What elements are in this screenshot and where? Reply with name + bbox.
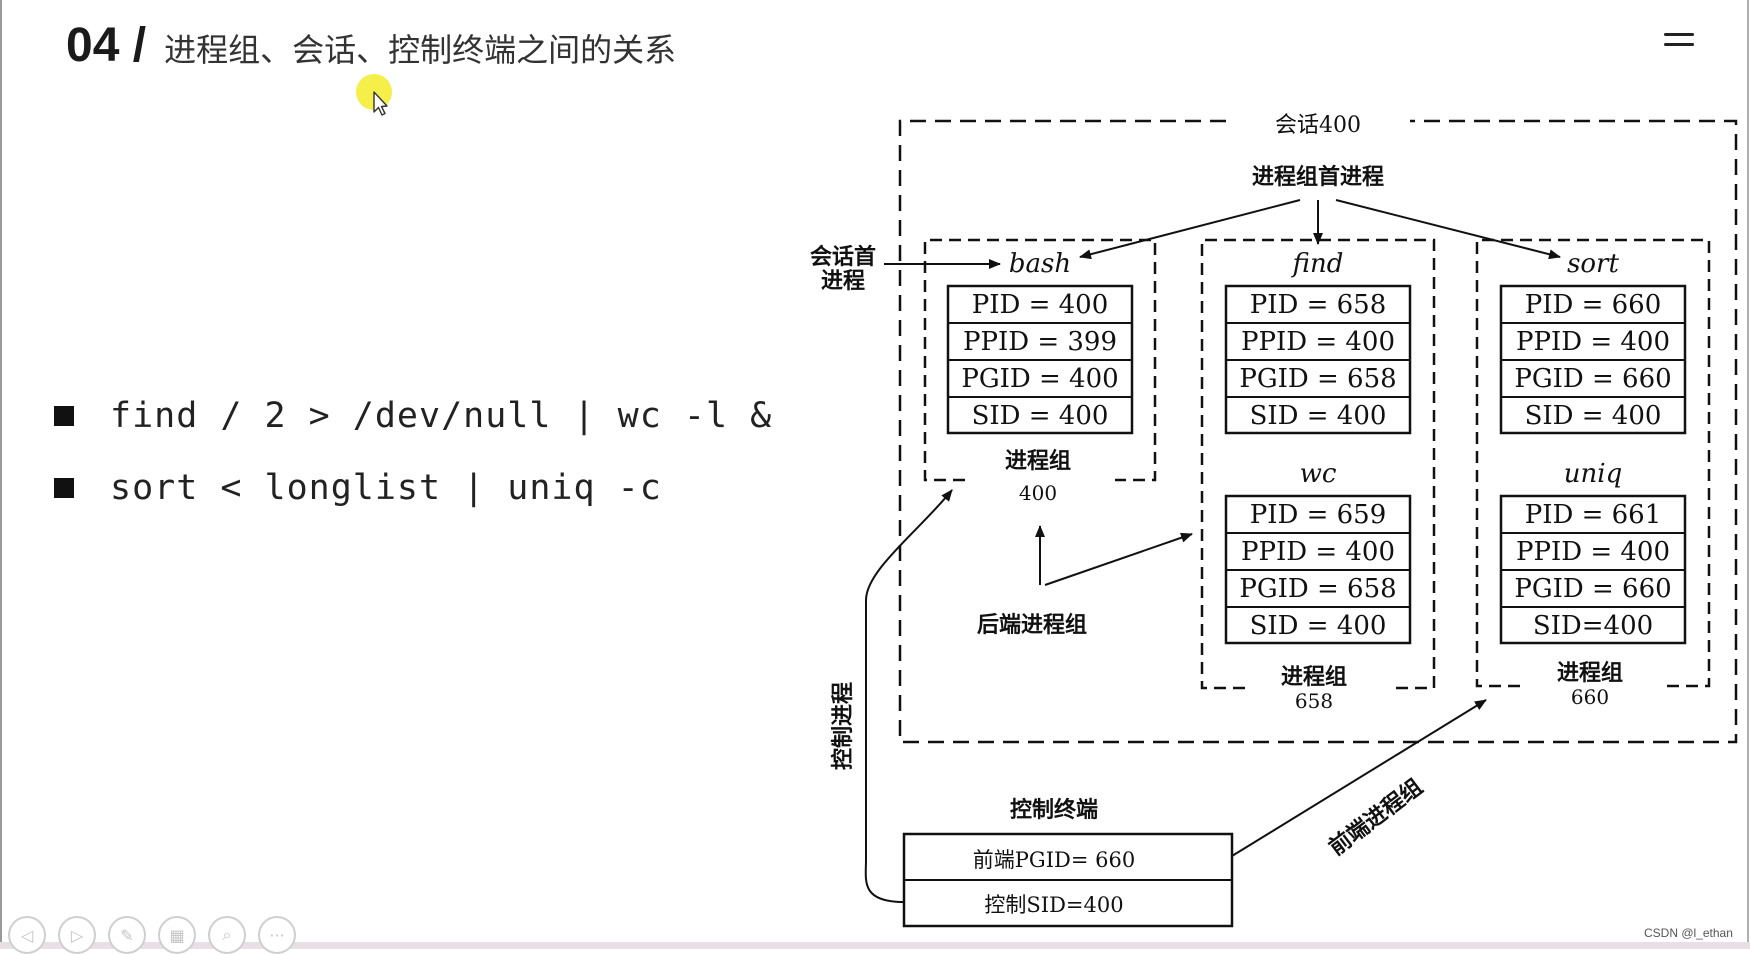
session-boundary — [898, 119, 1738, 744]
arrow-controlling-process — [864, 489, 953, 903]
list-item: sort < longlist | uniq -c — [54, 452, 772, 524]
arrow-to-bash — [1079, 199, 1301, 260]
group-id: 658 — [1295, 689, 1333, 713]
window-edge-left — [0, 0, 2, 949]
terminal-title: 控制终端 — [1010, 797, 1098, 823]
process-name-sort: sort — [1567, 249, 1619, 279]
field-ppid: PPID = 399 — [963, 327, 1117, 357]
slide-heading: 进程组、会话、控制终端之间的关系 — [164, 31, 677, 69]
session-leader-label-2: 进程 — [821, 268, 865, 294]
group-caption: 进程组 — [1005, 448, 1071, 474]
previous-slide-button[interactable]: ◁ — [8, 916, 46, 954]
menu-icon-line-top — [1664, 33, 1694, 36]
window-edge-bottom — [0, 942, 1750, 949]
menu-icon[interactable] — [1664, 33, 1694, 51]
terminal-ctrl-sid: 控制SID=400 — [984, 893, 1123, 917]
background-group-label: 后端进程组 — [977, 612, 1087, 638]
pen-tool-button[interactable]: ✎ — [108, 916, 146, 954]
field-ppid: PPID = 400 — [1241, 537, 1395, 567]
zoom-button[interactable]: ⌕ — [208, 916, 246, 954]
more-options-button[interactable]: ··· — [258, 916, 296, 954]
field-pgid: PGID = 658 — [1239, 364, 1396, 394]
process-name-uniq: uniq — [1564, 459, 1622, 489]
arrow-foreground-group — [1231, 699, 1487, 857]
list-item: find / 2 > /dev/null | wc -l & — [54, 380, 772, 452]
field-pgid: PGID = 400 — [961, 364, 1118, 394]
group-658-boundary — [1200, 238, 1436, 690]
command-text: sort < longlist | uniq -c — [110, 468, 662, 508]
arrow-to-sort — [1335, 199, 1561, 260]
slide-overview-button[interactable]: ▦ — [158, 916, 196, 954]
window-edge-right — [1747, 0, 1749, 949]
field-sid: SID = 400 — [1250, 611, 1387, 641]
group-id: 660 — [1571, 685, 1609, 709]
field-ppid: PPID = 400 — [1516, 537, 1670, 567]
terminal-fg-pgid: 前端PGID= 660 — [973, 848, 1135, 872]
field-sid: SID=400 — [1533, 611, 1653, 641]
command-text: find / 2 > /dev/null | wc -l & — [110, 396, 773, 436]
process-name-find: find — [1291, 249, 1344, 279]
field-pid: PID = 400 — [972, 290, 1109, 320]
field-pid: PID = 659 — [1250, 500, 1387, 530]
slide-number: 04 / — [66, 19, 147, 72]
field-sid: SID = 400 — [1525, 401, 1662, 431]
square-bullet-icon — [54, 478, 74, 498]
field-sid: SID = 400 — [972, 401, 1109, 431]
group-id: 400 — [1019, 481, 1057, 505]
next-slide-button[interactable]: ▷ — [58, 916, 96, 954]
field-pgid: PGID = 658 — [1239, 574, 1396, 604]
square-bullet-icon — [54, 406, 74, 426]
menu-icon-line-bottom — [1664, 43, 1694, 46]
watermark: CSDN @l_ethan — [1644, 926, 1733, 940]
field-pid: PID = 658 — [1250, 290, 1387, 320]
session-label: 会话400 — [1275, 113, 1361, 138]
slide-title: 04 / 进程组、会话、控制终端之间的关系 — [66, 18, 676, 73]
group-caption: 进程组 — [1281, 664, 1347, 690]
field-pgid: PGID = 660 — [1514, 574, 1671, 604]
arrow-bg-to-find — [1044, 532, 1193, 586]
session-leader-label: 会话首 — [810, 244, 876, 270]
field-ppid: PPID = 400 — [1516, 327, 1670, 357]
field-ppid: PPID = 400 — [1241, 327, 1395, 357]
controlling-process-label: 控制进程 — [830, 682, 856, 770]
group-leader-label: 进程组首进程 — [1252, 164, 1384, 190]
command-list: find / 2 > /dev/null | wc -l & sort < lo… — [54, 380, 772, 524]
field-pgid: PGID = 660 — [1514, 364, 1671, 394]
mouse-cursor-icon — [356, 74, 392, 116]
field-sid: SID = 400 — [1250, 401, 1387, 431]
presentation-toolbar: ◁ ▷ ✎ ▦ ⌕ ··· — [8, 916, 296, 954]
process-name-bash: bash — [1009, 249, 1071, 279]
process-name-wc: wc — [1300, 459, 1337, 489]
field-pid: PID = 660 — [1525, 290, 1662, 320]
field-pid: PID = 661 — [1525, 500, 1662, 530]
group-caption: 进程组 — [1557, 660, 1623, 686]
foreground-group-label: 前端进程组 — [1324, 774, 1428, 861]
